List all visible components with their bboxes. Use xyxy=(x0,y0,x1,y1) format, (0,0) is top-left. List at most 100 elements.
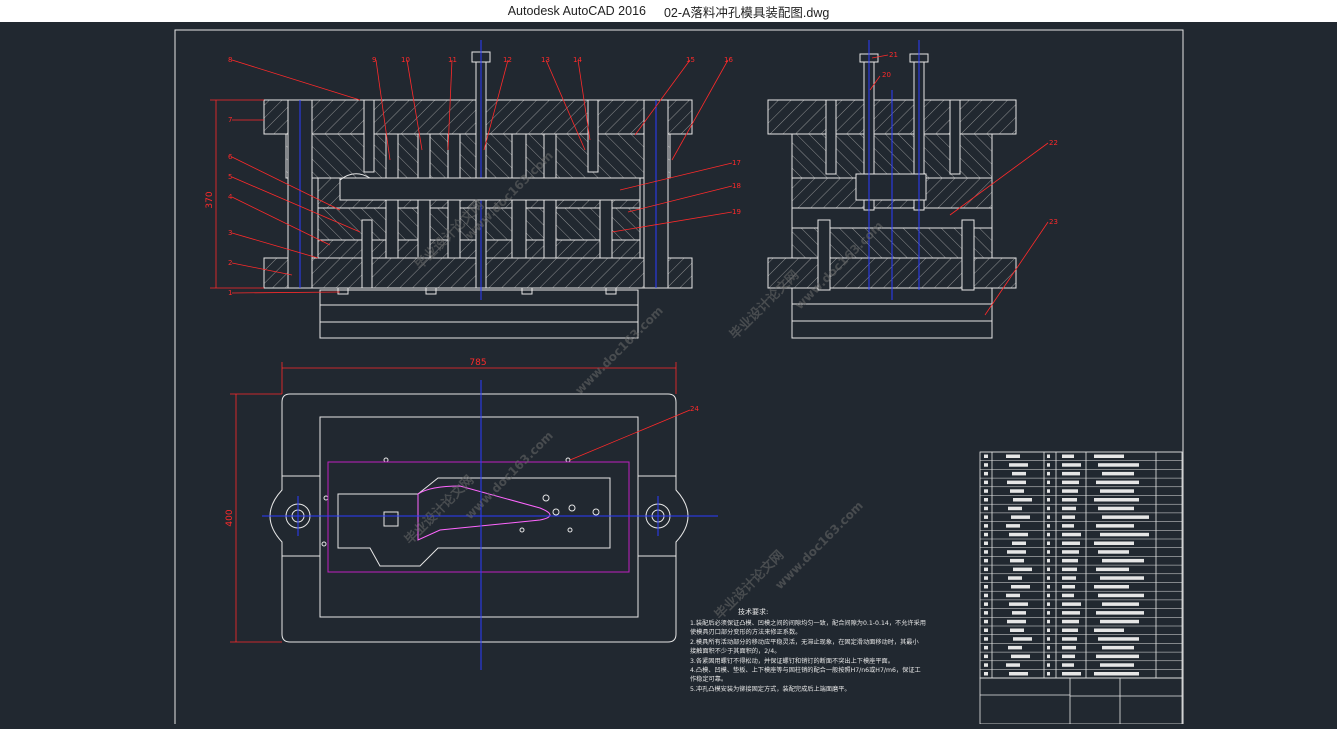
bom-cell-text xyxy=(1094,454,1124,458)
balloon-13: 13 xyxy=(541,56,550,64)
bom-cell-text xyxy=(1062,524,1074,528)
bom-cell-text xyxy=(1062,463,1081,467)
balloon-17: 17 xyxy=(732,159,741,167)
dim-400: 400 xyxy=(225,509,235,526)
bom-cell-text xyxy=(984,576,988,580)
balloon-23: 23 xyxy=(1049,218,1058,226)
side-section-view xyxy=(767,40,1017,339)
watermark-url-3: www.doc163.com xyxy=(462,428,556,522)
bom-cell-text xyxy=(1007,619,1026,624)
bom-cell-text xyxy=(1047,628,1050,632)
bom-cell-text xyxy=(1010,558,1024,563)
bom-cell-text xyxy=(1008,506,1022,511)
bom-cell-text xyxy=(1013,567,1032,572)
bom-cell-text xyxy=(984,645,988,650)
bom-cell-text xyxy=(1062,602,1081,606)
balloon-9: 9 xyxy=(372,56,376,64)
bom-cell-text xyxy=(1009,672,1028,676)
balloon-18: 18 xyxy=(732,182,741,190)
side-leaders xyxy=(869,54,1049,316)
bom-cell-text xyxy=(1062,593,1074,598)
balloon-16: 16 xyxy=(724,56,733,64)
bom-cell-text xyxy=(1062,654,1075,659)
bom-cell-text xyxy=(1100,619,1139,624)
bom-cell-text xyxy=(1096,654,1139,659)
bom-cell-text xyxy=(1011,585,1030,589)
plan-view xyxy=(269,393,689,643)
bom-cell-text xyxy=(1047,471,1050,476)
plan-dimensions xyxy=(230,362,691,643)
side-balloon-labels: 21 20 22 23 xyxy=(882,51,1058,226)
bom-cell-text xyxy=(1100,532,1149,537)
bom-cell-text xyxy=(1062,558,1078,563)
drawing-viewport[interactable]: 370 8 9 10 11 12 13 14 15 16 7 6 5 4 xyxy=(0,22,1337,729)
watermark-url-5: www.doc163.com xyxy=(572,303,666,397)
bom-cell-text xyxy=(984,585,988,589)
bom-cell-text xyxy=(1047,576,1050,580)
bom-cell-text xyxy=(1102,515,1149,519)
bom-cell-text xyxy=(984,550,988,554)
bom-cell-text xyxy=(1094,541,1134,545)
bom-cell-text xyxy=(984,506,988,511)
balloon-2: 2 xyxy=(228,259,232,267)
bom-cell-text xyxy=(1098,550,1129,554)
bom-cell-text xyxy=(1096,611,1144,615)
front-balloon-labels: 8 9 10 11 12 13 14 15 16 7 6 5 4 3 2 1 1… xyxy=(228,56,741,297)
tech-line-3: 2.模具所有活动部分的移动应平稳灵活，无滞止现象，在固定滑动面移动时，其最小 xyxy=(690,638,919,646)
balloon-22: 22 xyxy=(1049,139,1058,147)
bom-cell-text xyxy=(984,463,988,467)
bom-cell-text xyxy=(1011,654,1030,659)
dim-370: 370 xyxy=(205,191,215,208)
balloon-3: 3 xyxy=(228,229,232,237)
bom-cell-text xyxy=(984,628,988,632)
drawing-canvas[interactable]: 370 8 9 10 11 12 13 14 15 16 7 6 5 4 xyxy=(0,22,1337,729)
bom-cell-text xyxy=(1012,611,1026,615)
drawing-frame xyxy=(174,29,1184,729)
front-section-view xyxy=(263,40,693,339)
front-leaders xyxy=(231,59,733,294)
balloon-6: 6 xyxy=(228,153,233,161)
bom-cell-text xyxy=(1096,524,1134,528)
tech-line-6: 4.凸模、凹模、垫板、上下模座等与固柱销的配合一般按照H7/n6或H7/m6，保… xyxy=(690,666,921,674)
bom-cell-text xyxy=(1047,567,1050,572)
bom-cell-text xyxy=(1062,628,1078,632)
bom-cell-text xyxy=(984,654,988,659)
plan-centerlines xyxy=(262,380,718,670)
balloon-24: 24 xyxy=(690,405,699,413)
bom-cell-text xyxy=(1098,593,1144,598)
bom-cell-text xyxy=(984,541,988,545)
bom-cell-text xyxy=(1013,637,1032,641)
bom-cell-text xyxy=(984,498,988,502)
bom-cell-text xyxy=(1006,454,1020,458)
bom-cell-text xyxy=(984,602,988,606)
bom-rows xyxy=(980,451,1182,676)
bom-cell-text xyxy=(1047,498,1050,502)
bom-cell-text xyxy=(1096,480,1139,485)
bom-cell-text xyxy=(1010,489,1024,493)
strip-outline xyxy=(327,461,630,573)
bom-cell-text xyxy=(1062,672,1081,676)
balloon-10: 10 xyxy=(401,56,410,64)
bom-cell-text xyxy=(1047,663,1050,667)
balloon-5: 5 xyxy=(228,173,232,181)
balloon-21: 21 xyxy=(889,51,898,59)
window-title-bar: Autodesk AutoCAD 2016 02-A落料冲孔模具装配图.dwg xyxy=(0,0,1337,22)
bom-cell-text xyxy=(1047,515,1050,519)
bom-cell-text xyxy=(984,489,988,493)
bom-cell-text xyxy=(1047,489,1050,493)
bom-cell-text xyxy=(1062,489,1078,493)
bom-cell-text xyxy=(1008,576,1022,580)
bom-cell-text xyxy=(1047,480,1050,485)
dim-785: 785 xyxy=(469,358,486,368)
bom-cell-text xyxy=(1012,471,1026,476)
bom-cell-text xyxy=(1007,550,1026,554)
bom-cell-text xyxy=(1013,498,1032,502)
balloon-15: 15 xyxy=(686,56,695,64)
watermark-cn-2: 毕业设计论文网 xyxy=(727,267,803,343)
tech-heading: 技术要求: xyxy=(738,607,768,616)
bom-cell-text xyxy=(1006,524,1020,528)
balloon-4: 4 xyxy=(228,193,233,201)
bom-cell-text xyxy=(1094,672,1139,676)
bom-cell-text xyxy=(1009,532,1028,537)
bom-cell-text xyxy=(1094,498,1139,502)
